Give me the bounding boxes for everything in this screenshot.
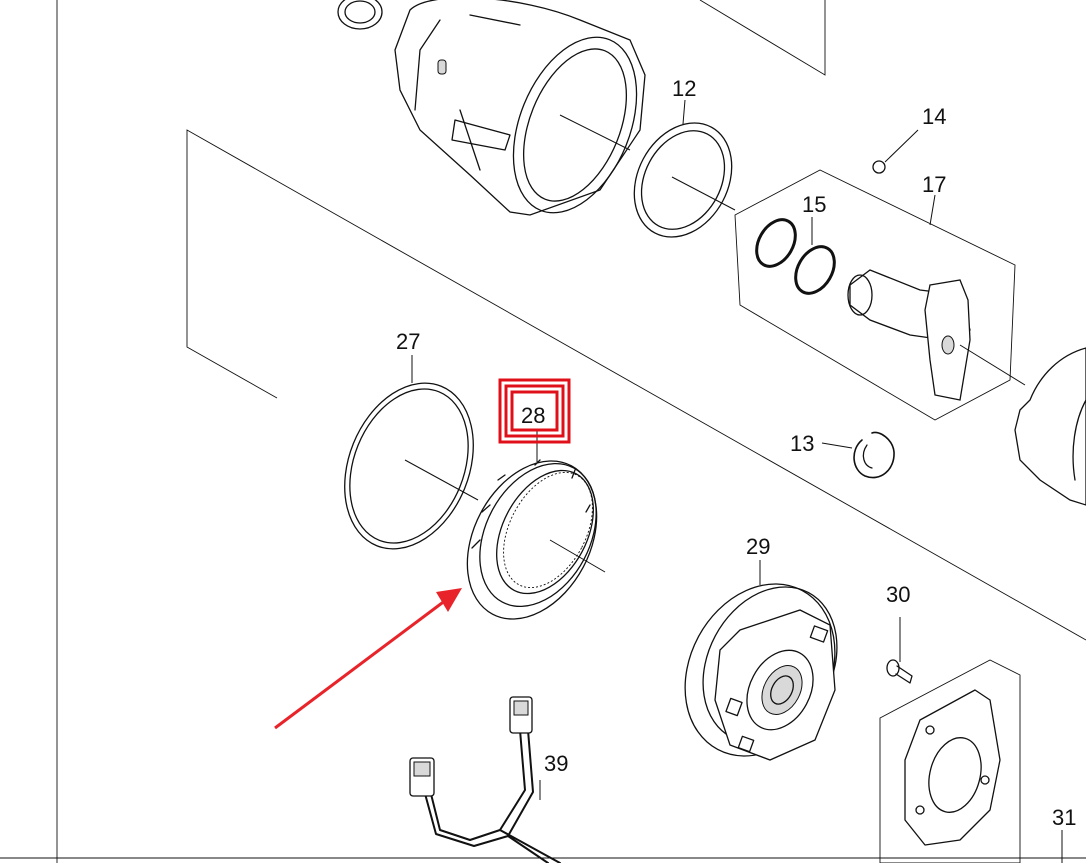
upper-assembly-outline: [699, 0, 826, 76]
part-39-harness: [409, 696, 561, 863]
part-31-board: [879, 659, 1063, 863]
part-14-ball: [872, 129, 919, 174]
part-29-planetary: [684, 560, 838, 761]
part-27-ring: [344, 355, 479, 550]
label-12: 12: [672, 76, 696, 101]
part-12-ring: [633, 99, 736, 238]
part-17-subassembly: [734, 169, 1026, 421]
top-washer: [337, 0, 383, 30]
label-29: 29: [746, 534, 770, 559]
middle-assembly-outline: [186, 129, 1086, 641]
label-30: 30: [886, 582, 910, 607]
highlight-box: [498, 378, 571, 444]
part-30-screw: [886, 617, 913, 684]
part-13-clip: [821, 431, 895, 479]
label-13: 13: [790, 431, 814, 456]
label-39: 39: [544, 751, 568, 776]
label-15: 15: [802, 192, 826, 217]
label-17: 17: [922, 172, 946, 197]
label-31: 31: [1052, 805, 1076, 830]
right-housing-partial: [1014, 347, 1086, 506]
part-28-toothed-ring: [466, 430, 606, 620]
label-28: 28: [521, 403, 545, 428]
gear-housing: [394, 0, 646, 216]
label-14: 14: [922, 104, 946, 129]
red-arrow: [274, 588, 462, 730]
label-27: 27: [396, 329, 420, 354]
